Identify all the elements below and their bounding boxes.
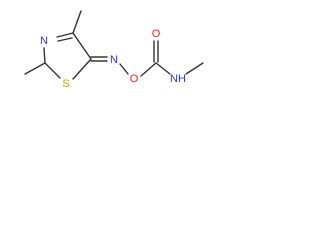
bond-o-ccarbonyl [140, 62, 157, 77]
bond-c4-methyl [72, 10, 82, 34]
bond-nh-methyl [185, 62, 204, 75]
ring-sulfur-label: S [62, 78, 69, 90]
bond-noxime-o [119, 63, 129, 75]
bond-n3-c2 [43, 47, 46, 64]
structural-formula: N S N O O NH [24, 10, 204, 90]
ring-nitrogen-label: N [40, 35, 48, 47]
link-oxygen-label: O [130, 73, 139, 85]
bond-c4-n3-second [57, 37, 73, 42]
amide-nh-label: NH [170, 73, 186, 85]
carbonyl-oxygen-label: O [152, 28, 161, 40]
bond-c-nh [155, 62, 171, 75]
bond-c2-methyl [24, 62, 46, 75]
bond-c5-c4 [72, 32, 92, 60]
oxime-nitrogen-label: N [110, 54, 118, 66]
bond-s1-c5 [72, 58, 92, 80]
molecule-canvas: N S N O O NH [0, 0, 219, 114]
bond-c4-n3 [56, 32, 74, 38]
bond-c2-s1 [44, 62, 61, 79]
